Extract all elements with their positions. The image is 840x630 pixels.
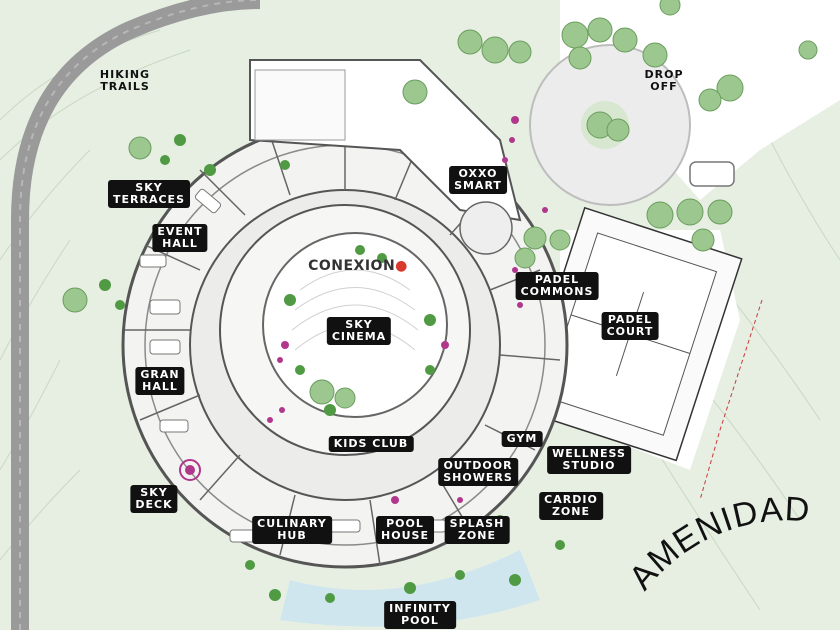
label-sky-cinema: SKY CINEMA [326, 317, 392, 345]
label-hiking-trails: HIKING TRAILS [99, 68, 151, 93]
label-sky-deck: SKY DECK [130, 485, 178, 513]
label-padel-commons: PADEL COMMONS [515, 272, 599, 300]
parked-car [689, 161, 735, 187]
label-sky-terraces: SKY TERRACES [108, 180, 190, 208]
cinema-seating-arcs [291, 269, 419, 351]
label-gran-hall: GRAN HALL [135, 367, 185, 395]
sky-deck-spiral [179, 459, 201, 481]
brand-logo: CONEXION● [308, 258, 408, 274]
flower-beds [185, 116, 548, 504]
north-parking [254, 69, 346, 141]
property-line [699, 299, 763, 501]
trees [62, 0, 818, 409]
label-outdoor-showers: OUTDOOR SHOWERS [438, 458, 518, 486]
label-infinity-pool: INFINITY POOL [384, 601, 456, 629]
label-padel-court: PADEL COURT [601, 312, 659, 340]
room-tables [139, 188, 447, 543]
label-wellness-studio: WELLNESS STUDIO [547, 446, 631, 474]
label-gym: GYM [501, 431, 543, 447]
label-splash-zone: SPLASH ZONE [444, 516, 510, 544]
map-pin-icon: ● [395, 258, 408, 274]
label-oxxo-smart: OXXO SMART [449, 166, 507, 194]
label-pool-house: POOL HOUSE [376, 516, 434, 544]
label-drop-off: DROP OFF [644, 68, 684, 93]
label-event-hall: EVENT HALL [152, 224, 208, 252]
oxxo-rotunda [459, 201, 513, 255]
label-kids-club: KIDS CLUB [328, 436, 414, 452]
label-culinary-hub: CULINARY HUB [252, 516, 332, 544]
label-cardio-zone: CARDIO ZONE [539, 492, 603, 520]
access-road [10, 0, 261, 630]
